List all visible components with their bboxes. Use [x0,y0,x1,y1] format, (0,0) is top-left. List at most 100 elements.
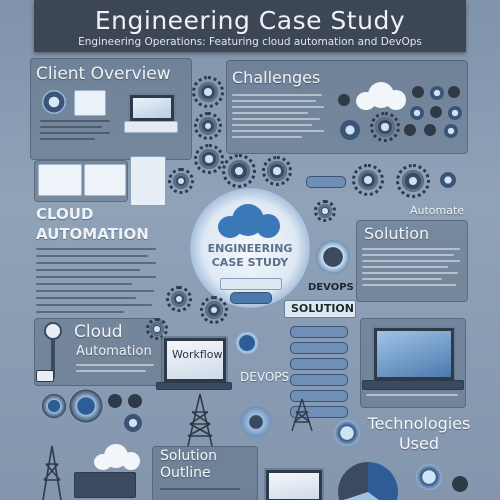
card-icon [38,164,82,196]
antenna-icon [44,322,62,340]
gear-icon [194,112,222,140]
laptop-base-icon [362,380,464,390]
text-line [362,284,456,286]
text-line [40,132,110,134]
gear-icon [192,76,224,108]
gear-icon [352,164,384,196]
node-icon [338,94,350,106]
list-pill [290,358,348,370]
header-banner: Engineering Case Study Engineering Opera… [34,0,466,52]
text-line [36,262,156,264]
text-line [36,311,124,313]
server-icon [74,472,136,498]
cloud-icon [356,82,406,110]
text-line [232,130,324,132]
node-icon [128,394,142,408]
text-line [362,266,448,268]
center-badge-text: ENGINEERING CASE STUDY [207,242,293,269]
technologies-used-label: Technologies Used [367,414,471,453]
node-icon [410,106,424,120]
gear-icon [146,318,168,340]
transmission-tower-icon [288,398,316,432]
badge-base [220,278,282,290]
text-line [160,488,240,490]
text-line [36,248,156,250]
node-icon [430,86,444,100]
node-icon [424,124,436,136]
node-icon [452,476,468,492]
gear-icon [262,156,292,186]
cloud-icon [94,444,142,470]
cloud-label: Cloud [74,322,123,342]
text-line [232,136,302,138]
list-pill [290,390,348,402]
check-icon [236,332,258,354]
challenges-heading: Challenges [232,68,321,87]
solution-tag: SOLUTION [284,300,356,318]
node-icon [404,124,416,136]
gear-icon [200,296,228,324]
gear-icon [194,144,224,174]
node-icon [430,106,442,118]
text-line [232,112,308,114]
laptop-screen [372,326,456,382]
solution-outline-label: Solution Outline [160,448,218,481]
node-icon [332,418,362,448]
gear-icon [370,112,400,142]
solution-heading: Solution [364,224,430,243]
cloud-icon [218,204,282,238]
node-icon [124,414,142,432]
text-line [232,118,320,120]
text-line [36,255,148,257]
cloud-automation-heading: CLOUD AUTOMATION [36,205,149,243]
workflow-label: Workflow [172,348,223,361]
node-icon [448,86,460,98]
text-line [40,120,110,122]
text-line [232,94,322,96]
dashboard-gauge-icon [338,462,398,500]
toggle-pill [230,292,272,304]
gear-icon [222,154,256,188]
server-icon [74,90,106,116]
text-line [362,260,460,262]
gauge-icon [238,404,274,440]
text-line [366,394,458,396]
gauge-icon [66,386,106,426]
card-icon [84,164,126,196]
text-line [362,272,458,274]
text-line [362,248,460,250]
solution-outline-panel [152,446,258,500]
server-rack-icon [130,156,166,206]
laptop-base-icon [124,121,178,133]
gear-icon [314,200,336,222]
monitor-icon [264,468,324,500]
node-icon [108,394,122,408]
devops-lower-label: DEVOPS [240,370,290,384]
text-line [40,126,102,128]
text-line [362,254,454,256]
text-line [40,138,95,140]
workflow-laptop-screen: Workflow [162,336,228,384]
page-subtitle: Engineering Operations: Featuring cloud … [78,36,422,48]
solution-tag-text: SOLUTION [291,302,354,315]
transmission-tower-icon [182,392,218,448]
small-card-icon [36,370,54,382]
text-line [362,278,442,280]
list-pill [290,326,348,338]
automation-label: Automation [76,344,152,359]
node-icon [440,172,456,188]
monitor-icon [128,93,176,123]
automate-label: Automate [410,204,465,217]
compass-icon [316,240,350,274]
node-icon [412,86,424,98]
node-icon [444,124,458,138]
text-line [232,106,324,108]
transmission-tower-icon [40,444,64,500]
laptop-base-icon [156,382,232,390]
list-pill [290,374,348,386]
gear-icon [166,286,192,312]
client-overview-heading: Client Overview [36,64,171,84]
text-line [36,269,140,271]
page-title: Engineering Case Study [94,6,406,35]
